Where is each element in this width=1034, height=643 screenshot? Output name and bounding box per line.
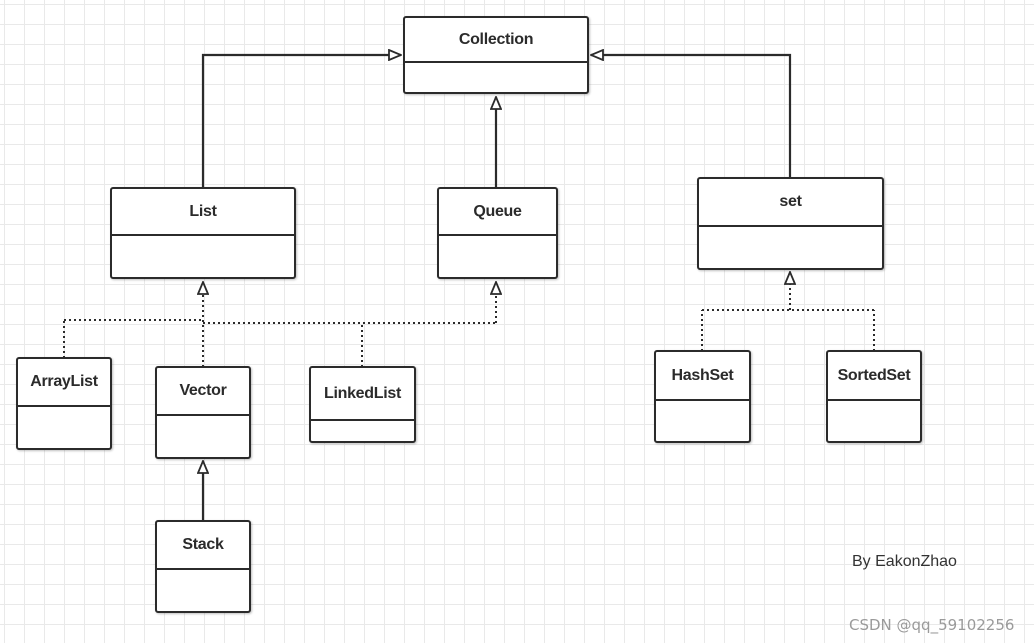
class-name-queue: Queue [439, 189, 556, 236]
class-name-sortedset: SortedSet [828, 352, 920, 401]
class-name-linkedlist: LinkedList [311, 368, 414, 421]
class-box-collection[interactable]: Collection [403, 16, 589, 94]
class-box-stack[interactable]: Stack [155, 520, 251, 613]
edge-set-to-collection [591, 55, 792, 178]
class-box-set[interactable]: set [697, 177, 884, 270]
class-box-sortedset[interactable]: SortedSet [826, 350, 922, 443]
class-name-arraylist: ArrayList [18, 359, 110, 407]
class-box-queue[interactable]: Queue [437, 187, 558, 279]
class-box-linkedlist[interactable]: LinkedList [309, 366, 416, 443]
class-name-list: List [112, 189, 294, 236]
class-name-vector: Vector [157, 368, 249, 416]
class-name-hashset: HashSet [656, 352, 749, 401]
author-credit: By EakonZhao [852, 553, 957, 570]
class-box-list[interactable]: List [110, 187, 296, 279]
class-name-collection: Collection [405, 18, 587, 63]
class-name-stack: Stack [157, 522, 249, 570]
class-box-arraylist[interactable]: ArrayList [16, 357, 112, 450]
class-box-hashset[interactable]: HashSet [654, 350, 751, 443]
watermark: CSDN @qq_59102256 [849, 616, 1015, 634]
class-name-set: set [699, 179, 882, 227]
class-box-vector[interactable]: Vector [155, 366, 251, 459]
edge-list-to-collection [201, 55, 401, 188]
